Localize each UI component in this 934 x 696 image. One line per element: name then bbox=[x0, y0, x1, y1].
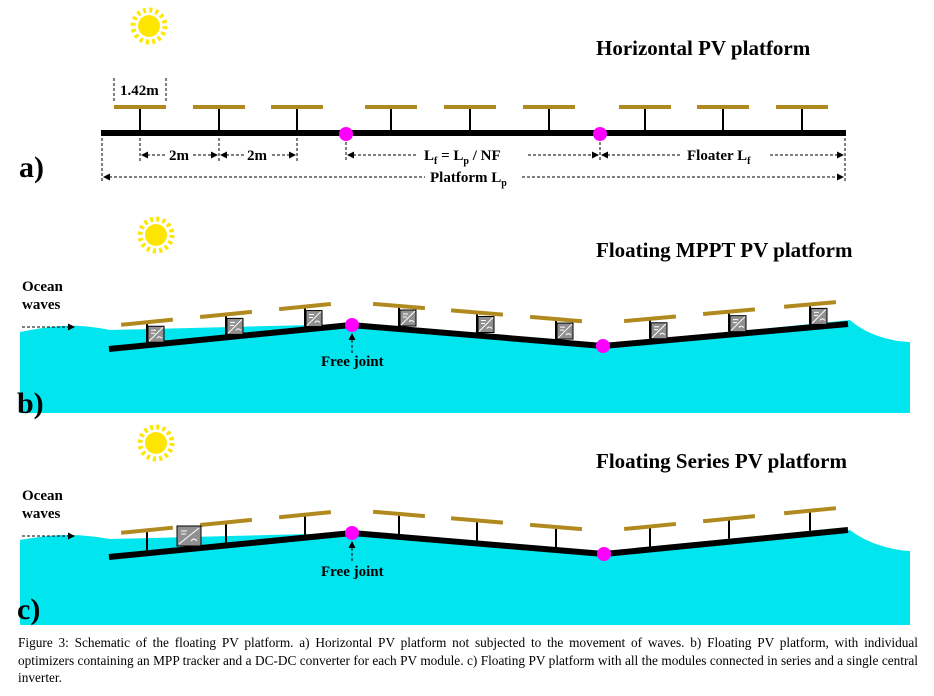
pv-module bbox=[444, 105, 496, 131]
optimizer-icon bbox=[477, 316, 495, 333]
pv-module bbox=[776, 105, 828, 131]
pv-module bbox=[365, 105, 417, 131]
joint-marker bbox=[339, 127, 353, 141]
free-joint-label: Free joint bbox=[321, 354, 384, 370]
pv-module bbox=[199, 517, 253, 543]
pv-module bbox=[702, 307, 756, 332]
pv-module bbox=[278, 302, 332, 327]
pv-module bbox=[278, 510, 332, 535]
central-inverter-icon bbox=[176, 525, 202, 547]
optimizer-icon bbox=[399, 309, 417, 327]
ocean-waves-label: waves bbox=[22, 506, 60, 522]
panel-letter: a) bbox=[19, 151, 44, 184]
pv-modules bbox=[120, 300, 837, 343]
ocean-waves-label: Ocean bbox=[22, 488, 63, 504]
joint-marker bbox=[597, 547, 611, 561]
ocean-water bbox=[20, 320, 910, 413]
pv-module bbox=[623, 521, 677, 547]
panel-letter: c) bbox=[17, 593, 40, 626]
figure-caption: Figure 3: Schematic of the floating PV p… bbox=[18, 635, 918, 685]
optimizer-icon bbox=[810, 307, 828, 325]
optimizer-icon bbox=[226, 317, 244, 335]
floater-formula: Lf = Lp / NF bbox=[424, 148, 501, 167]
pv-module bbox=[372, 509, 426, 534]
optimizer-icon bbox=[305, 310, 323, 328]
ocean-waves-label: waves bbox=[22, 297, 60, 313]
panel-b-title: Floating MPPT PV platform bbox=[596, 238, 853, 262]
pv-module bbox=[523, 105, 575, 131]
ocean-water bbox=[20, 530, 910, 625]
sun-icon bbox=[140, 219, 172, 251]
panel-c-title: Floating Series PV platform bbox=[596, 449, 848, 473]
joint-marker bbox=[593, 127, 607, 141]
pv-module bbox=[114, 105, 166, 131]
floater-label: Floater Lf bbox=[687, 148, 751, 167]
platform-bar bbox=[108, 527, 849, 560]
panel-a: Horizontal PV platform 1.42m bbox=[19, 10, 846, 189]
pv-modules bbox=[114, 105, 828, 131]
pv-module bbox=[450, 308, 504, 333]
free-joint-label: Free joint bbox=[321, 564, 384, 580]
sun-icon bbox=[133, 10, 165, 42]
pv-modules bbox=[120, 506, 837, 551]
pv-module bbox=[450, 516, 504, 541]
panel-letter: b) bbox=[17, 387, 44, 420]
spacing-label: 2m bbox=[247, 148, 268, 164]
platform-label: Platform Lp bbox=[430, 170, 507, 189]
pv-module bbox=[372, 301, 426, 326]
joint-marker bbox=[596, 339, 610, 353]
pv-module bbox=[619, 105, 671, 131]
panel-c: Floating Series PV platform Ocean waves … bbox=[17, 427, 910, 626]
pv-module bbox=[623, 314, 677, 339]
module-width-label: 1.42m bbox=[120, 83, 159, 99]
pv-module bbox=[529, 314, 583, 340]
free-joint-marker bbox=[345, 318, 359, 332]
panel-b: Floating MPPT PV platform Ocean waves Fr… bbox=[17, 219, 910, 420]
sun-icon bbox=[140, 427, 172, 459]
pv-module bbox=[120, 317, 174, 343]
ocean-waves-label: Ocean bbox=[22, 279, 63, 295]
pv-module bbox=[697, 105, 749, 131]
optimizer-icon bbox=[147, 325, 165, 343]
pv-module bbox=[783, 300, 837, 325]
pv-module bbox=[702, 514, 756, 539]
optimizer-icon bbox=[650, 322, 668, 340]
optimizer-icon bbox=[556, 322, 574, 340]
panel-a-title: Horizontal PV platform bbox=[596, 36, 811, 60]
pv-module bbox=[271, 105, 323, 131]
pv-module bbox=[120, 525, 174, 551]
pv-module bbox=[529, 522, 583, 547]
pv-module bbox=[783, 506, 837, 531]
platform-bar bbox=[108, 321, 849, 352]
spacing-label: 2m bbox=[169, 148, 190, 164]
floating-pv-diagram: Horizontal PV platform 1.42m bbox=[17, 0, 910, 626]
free-joint-marker bbox=[345, 526, 359, 540]
optimizer-icon bbox=[729, 315, 747, 333]
pv-module bbox=[193, 105, 245, 131]
pv-module bbox=[199, 309, 253, 335]
